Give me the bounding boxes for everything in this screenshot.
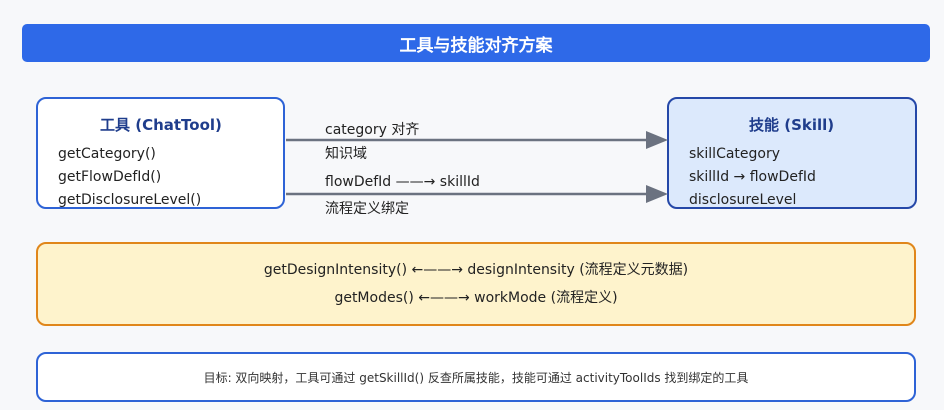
skill-box-title: 技能 (Skill)	[749, 116, 835, 134]
tool-box-title: 工具 (ChatTool)	[100, 116, 222, 134]
connection-category-label: category 对齐	[325, 122, 420, 138]
mapping-design-intensity: getDesignIntensity() ←——→ designIntensit…	[263, 262, 689, 278]
tool-item-category: getCategory()	[58, 146, 156, 162]
tool-item-flowdefid: getFlowDefId()	[58, 169, 162, 185]
mapping-modes: getModes() ←——→ workMode (流程定义)	[334, 290, 618, 306]
connection-category-sublabel: 知识域	[325, 146, 367, 162]
skill-item-category: skillCategory	[689, 146, 781, 162]
skill-item-id: skillId → flowDefId	[689, 169, 816, 185]
arrow-category-head	[646, 131, 668, 149]
skill-item-disclosure: disclosureLevel	[689, 192, 797, 208]
tool-box: 工具 (ChatTool) getCategory() getFlowDefId…	[36, 97, 285, 209]
connection-flowdef-sublabel: 流程定义绑定	[325, 201, 409, 217]
diagram-title: 工具与技能对齐方案	[22, 24, 930, 62]
goal-text: 目标: 双向映射，工具可通过 getSkillId() 反查所属技能，技能可通过…	[203, 370, 749, 385]
goal-box: 目标: 双向映射，工具可通过 getSkillId() 反查所属技能，技能可通过…	[36, 352, 916, 402]
mapping-box: getDesignIntensity() ←——→ designIntensit…	[36, 242, 916, 326]
connection-flowdef-label: flowDefId ——→ skillId	[325, 174, 480, 190]
skill-box: 技能 (Skill) skillCategory skillId → flowD…	[667, 97, 917, 209]
tool-item-disclosure: getDisclosureLevel()	[58, 192, 202, 208]
arrow-flowdef-head	[646, 185, 668, 203]
